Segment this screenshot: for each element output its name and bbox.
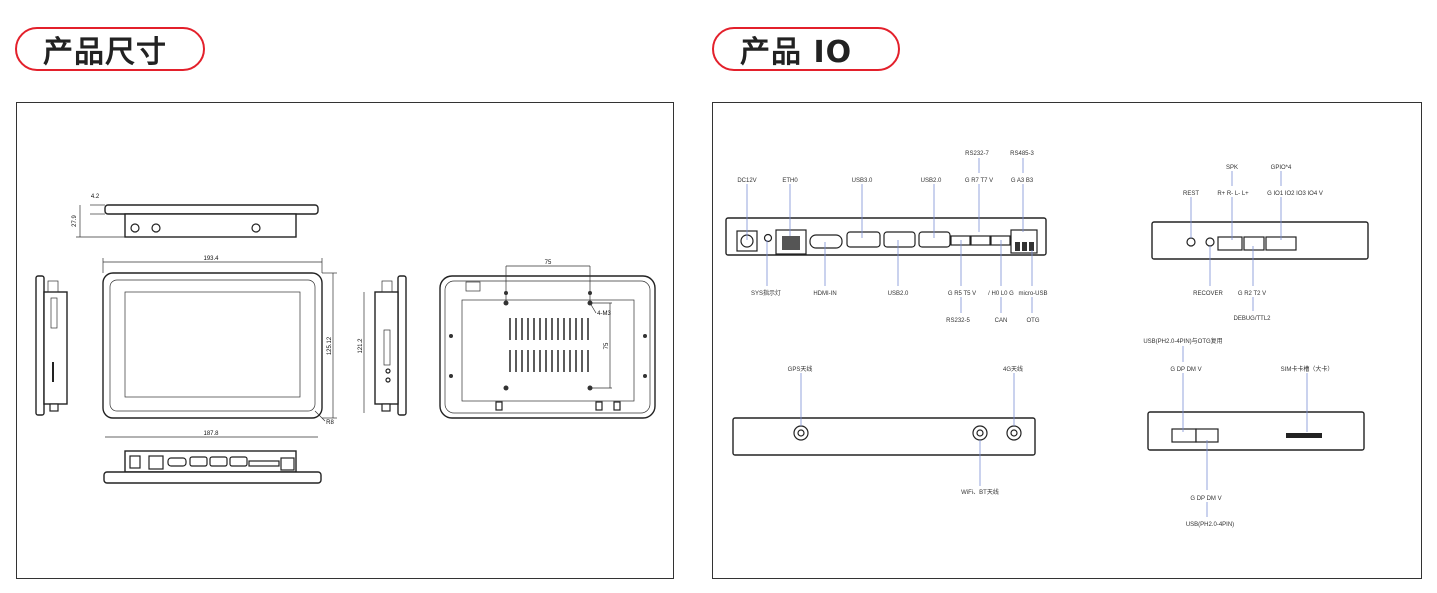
io-main-leaders (746, 158, 1033, 313)
dim-depth: 27.9 (72, 215, 78, 227)
label-wifi-bt-antenna: WiFi、BT天线 (961, 488, 999, 496)
dimension-panel (16, 102, 674, 579)
label-micro-usb: micro-USB (1018, 291, 1047, 297)
io-panel (712, 102, 1422, 579)
label-rest: REST (1183, 191, 1199, 197)
dim-radius: R8 (326, 420, 334, 426)
back-view: 75 75 4-M3 (439, 260, 656, 419)
dim-screw: 4-M3 (597, 311, 611, 317)
dim-bottom-width: 187.8 (203, 431, 219, 437)
label-sys-led: SYS指示灯 (751, 289, 781, 297)
label-usb3: USB3.0 (852, 178, 873, 184)
label-gpio-pins: G IO1 IO2 IO3 IO4 V (1267, 191, 1323, 197)
label-rs232-7-pins: G R7 T7 V (965, 178, 993, 184)
label-debug-pins: G R2 T2 V (1238, 291, 1266, 297)
label-rs485-3-pins: G A3 B3 (1011, 178, 1034, 184)
label-usb-pins: G DP DM V (1190, 496, 1221, 502)
label-usb2-top: USB2.0 (921, 178, 942, 184)
label-gpio: GPIO*4 (1271, 165, 1292, 171)
label-usb-ph2: USB(PH2.0-4PIN) (1186, 522, 1234, 528)
front-view: 193.4 125.12 R8 (102, 256, 337, 426)
label-rs232-5-pins: G R5 T5 V (948, 291, 976, 297)
label-rs232-7: RS232-7 (965, 151, 989, 157)
top-side-view: 4.2 27.9 (72, 194, 319, 238)
dim-vesa-v: 75 (604, 342, 610, 349)
label-4g-antenna: 4G天线 (1003, 365, 1023, 373)
right-side-view: 121.2 (358, 275, 407, 416)
label-sim-slot: SIM卡卡槽（大卡） (1281, 365, 1334, 373)
label-dc12v: DC12V (737, 178, 756, 184)
io-side2-device: USB(PH2.0-4PIN)与OTG复用 G DP DM V SIM卡卡槽（大… (1143, 337, 1365, 528)
label-hdmi-in: HDMI-IN (813, 291, 836, 297)
label-rs232-5: RS232-5 (946, 318, 970, 324)
dim-bezel-step: 4.2 (91, 194, 100, 200)
label-gps-antenna: GPS天线 (788, 365, 813, 373)
io-antenna-device: GPS天线 4G天线 WiFi、BT天线 (732, 365, 1036, 496)
dim-vesa-h: 75 (545, 260, 552, 266)
section-title-io: 产品 IO (712, 27, 900, 71)
io-side1-device: REST SPK R+ R- L- L+ GPIO*4 G IO1 IO2 IO… (1151, 165, 1369, 322)
label-recover: RECOVER (1193, 291, 1223, 297)
dim-height: 125.12 (327, 336, 333, 355)
label-eth0: ETH0 (782, 178, 798, 184)
left-side-view (35, 275, 68, 416)
section-title-size: 产品尺寸 (15, 27, 205, 71)
io-main-device (725, 217, 1047, 256)
label-spk-pins: R+ R- L- L+ (1217, 191, 1249, 197)
label-can: CAN (995, 318, 1008, 324)
label-usb-otg: USB(PH2.0-4PIN)与OTG复用 (1143, 337, 1222, 345)
io-main-labels: DC12V ETH0 USB3.0 USB2.0 RS232-7 G R7 T7… (737, 151, 1047, 324)
label-otg: OTG (1027, 318, 1040, 324)
label-debug-ttl2: DEBUG/TTL2 (1233, 316, 1271, 322)
label-rs485-3: RS485-3 (1010, 151, 1034, 157)
label-usb-otg-pins: G DP DM V (1170, 367, 1201, 373)
label-spk: SPK (1226, 165, 1238, 171)
label-usb2-bottom: USB2.0 (888, 291, 909, 297)
dim-side-height: 121.2 (358, 338, 364, 354)
dim-width: 193.4 (203, 256, 219, 262)
bottom-view: 187.8 (103, 431, 322, 484)
label-can-pins: / H0 L0 G (988, 291, 1014, 297)
